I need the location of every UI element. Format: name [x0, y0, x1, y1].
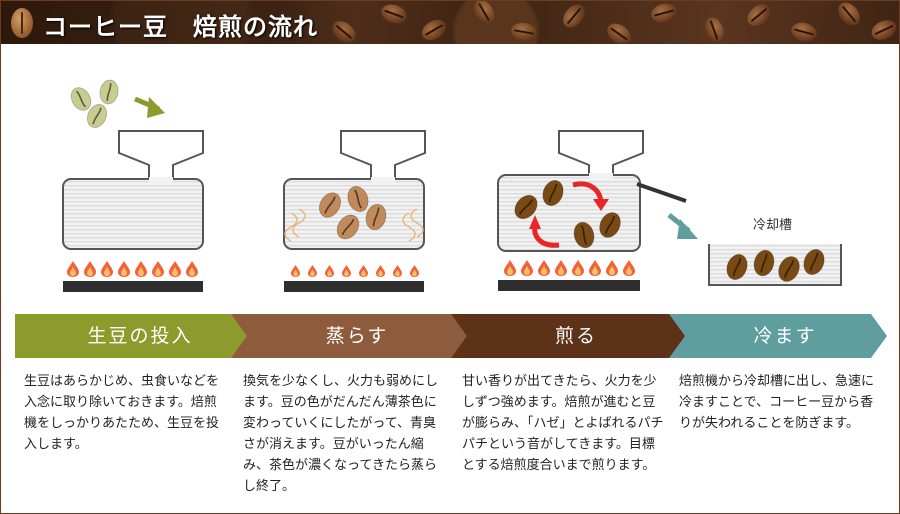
- roasting-illustrations: 冷却槽: [62, 77, 842, 292]
- step-description-steam: 換気を少なくし、火力も弱めにします。豆の色がだんだん薄茶色に変わっていくにしたが…: [243, 374, 439, 494]
- step2-illustration: [283, 130, 426, 292]
- flame-icon: [67, 261, 198, 277]
- step-description-cool: 焙煎機から冷却槽に出し、急速に冷ますことで、コーヒー豆から香りが失われることを防…: [679, 374, 875, 431]
- step-description-input: 生豆はあらかじめ、虫食いなどを入念に取り除いておきます。焙煎機をしっかりあたため…: [24, 374, 220, 452]
- step4-illustration: 冷却槽: [667, 213, 842, 286]
- step-banner-steam: 蒸らす: [231, 314, 469, 358]
- cooling-tank-label: 冷却槽: [753, 218, 792, 233]
- flame-icon: [504, 260, 635, 276]
- burner: [63, 281, 203, 292]
- arrow-icon: [147, 97, 165, 118]
- step-banner-roast: 煎る: [451, 314, 687, 358]
- step-banner-input: 生豆の投入: [15, 314, 251, 358]
- header-banner: コーヒー豆 焙煎の流れ: [1, 1, 899, 44]
- burner: [498, 280, 640, 291]
- page-title: コーヒー豆 焙煎の流れ: [43, 13, 318, 41]
- coffee-bean-icon: [11, 8, 33, 38]
- arrow-icon: [677, 219, 698, 239]
- steam-icon: [284, 208, 424, 242]
- step1-illustration: [62, 77, 204, 292]
- flame-icon: [291, 265, 419, 277]
- green-bean-icon: [97, 77, 121, 107]
- burner: [284, 281, 424, 292]
- step-banner-cool: 冷ます: [669, 314, 887, 358]
- step-description-roast: 甘い香りが出てきたら、火力を少しずつ強めます。焙煎が進むと豆が膨らみ、「ハゼ」と…: [462, 374, 664, 473]
- title-plate: [1, 1, 351, 44]
- step3-illustration: [497, 130, 687, 291]
